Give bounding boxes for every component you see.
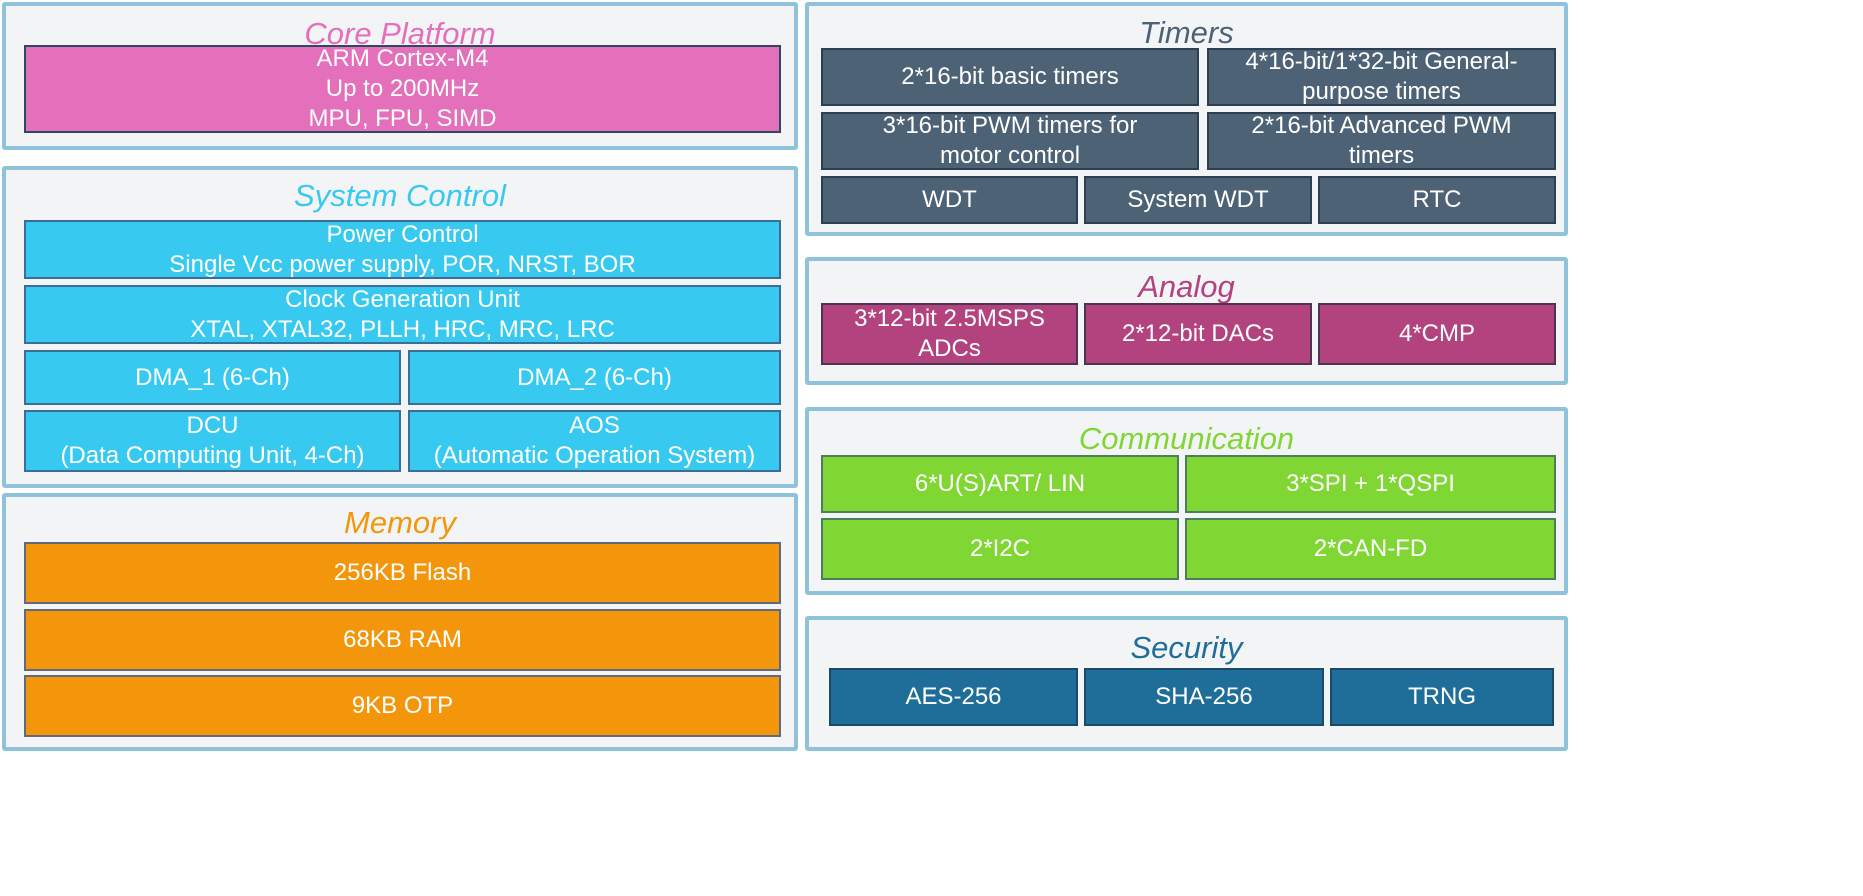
timers-title: Timers [1139, 15, 1234, 50]
i2c-block: 2*I2C [821, 518, 1179, 580]
spi-block: 3*SPI + 1*QSPI [1185, 455, 1556, 513]
communication-panel: Communication 6*U(S)ART/ LIN 3*SPI + 1*Q… [805, 407, 1568, 595]
system-wdt-label: System WDT [1127, 186, 1269, 213]
i2c-label: 2*I2C [969, 535, 1031, 562]
ram-label: 68KB RAM [343, 626, 462, 653]
flash-label: 256KB Flash [333, 559, 472, 586]
aos-block: AOS (Automatic Operation System) [408, 410, 781, 472]
basic-timers-label: 2*16-bit basic timers [901, 63, 1119, 90]
adc-line1: 3*12-bit 2.5MSPS [854, 305, 1045, 332]
system-control-panel: System Control Power Control Single Vcc … [2, 166, 798, 488]
dcu-block: DCU (Data Computing Unit, 4-Ch) [24, 410, 401, 472]
general-timers-line1: 4*16-bit/1*32-bit General- [1245, 48, 1518, 75]
cpu-features: MPU, FPU, SIMD [308, 105, 497, 132]
wdt-block: WDT [821, 176, 1078, 224]
aes-label: AES-256 [905, 683, 1002, 710]
dma2-block: DMA_2 (6-Ch) [408, 350, 781, 405]
wdt-label: WDT [922, 186, 977, 213]
dma2-label: DMA_2 (6-Ch) [517, 363, 672, 391]
cmp-label: 4*CMP [1398, 320, 1476, 347]
pwm-motor-timers-block: 3*16-bit PWM timers for motor control [821, 112, 1199, 170]
can-fd-block: 2*CAN-FD [1185, 518, 1556, 580]
general-timers-line2: purpose timers [1302, 78, 1461, 105]
adc-block: 3*12-bit 2.5MSPS ADCs [821, 303, 1078, 365]
analog-title: Analog [1138, 269, 1235, 304]
power-control-detail: Single Vcc power supply, POR, NRST, BOR [169, 250, 636, 278]
flash-block: 256KB Flash [24, 542, 781, 604]
ram-block: 68KB RAM [24, 609, 781, 671]
adc-line2: ADCs [918, 335, 981, 362]
power-control-label: Power Control [326, 220, 479, 248]
cmp-block: 4*CMP [1318, 303, 1556, 365]
rtc-block: RTC [1318, 176, 1556, 224]
communication-title: Communication [1078, 421, 1295, 456]
dcu-label: DCU [186, 412, 239, 439]
sha-block: SHA-256 [1084, 668, 1324, 726]
pwm-motor-timers-line2: motor control [939, 142, 1081, 169]
dcu-detail: (Data Computing Unit, 4-Ch) [60, 442, 365, 469]
timers-panel: Timers 2*16-bit basic timers 4*16-bit/1*… [805, 2, 1568, 236]
pwm-motor-timers-line1: 3*16-bit PWM timers for [882, 112, 1138, 139]
trng-block: TRNG [1330, 668, 1554, 726]
clock-generation-detail: XTAL, XTAL32, PLLH, HRC, MRC, LRC [190, 315, 615, 343]
trng-label: TRNG [1408, 683, 1476, 710]
clock-generation-label: Clock Generation Unit [285, 285, 520, 313]
advanced-pwm-timers-line1: 2*16-bit Advanced PWM [1251, 112, 1512, 139]
usart-label: 6*U(S)ART/ LIN [914, 470, 1086, 497]
analog-panel: Analog 3*12-bit 2.5MSPS ADCs 2*12-bit DA… [805, 257, 1568, 385]
core-platform-panel: Core Platform ARM Cortex-M4 Up to 200MHz… [2, 2, 798, 150]
memory-panel: Memory 256KB Flash 68KB RAM 9KB OTP [2, 493, 798, 751]
advanced-pwm-timers-line2: timers [1348, 142, 1415, 169]
usart-block: 6*U(S)ART/ LIN [821, 455, 1179, 513]
aos-label: AOS [569, 412, 620, 439]
spi-label: 3*SPI + 1*QSPI [1286, 470, 1455, 497]
system-wdt-block: System WDT [1084, 176, 1312, 224]
otp-block: 9KB OTP [24, 675, 781, 737]
aes-block: AES-256 [829, 668, 1078, 726]
clock-generation-block: Clock Generation Unit XTAL, XTAL32, PLLH… [24, 285, 781, 344]
general-timers-block: 4*16-bit/1*32-bit General- purpose timer… [1207, 48, 1556, 106]
aos-detail: (Automatic Operation System) [433, 442, 756, 469]
power-control-block: Power Control Single Vcc power supply, P… [24, 220, 781, 279]
otp-label: 9KB OTP [351, 692, 454, 719]
dac-label: 2*12-bit DACs [1121, 320, 1275, 347]
dac-block: 2*12-bit DACs [1084, 303, 1312, 365]
cpu-frequency: Up to 200MHz [325, 75, 480, 102]
cpu-name: ARM Cortex-M4 [316, 45, 489, 72]
basic-timers-block: 2*16-bit basic timers [821, 48, 1199, 106]
sha-label: SHA-256 [1155, 683, 1253, 710]
rtc-label: RTC [1412, 186, 1462, 213]
security-panel: Security AES-256 SHA-256 TRNG [805, 616, 1568, 751]
advanced-pwm-timers-block: 2*16-bit Advanced PWM timers [1207, 112, 1556, 170]
security-title: Security [1130, 630, 1243, 665]
system-control-title: System Control [294, 178, 506, 213]
cpu-block: ARM Cortex-M4 Up to 200MHz MPU, FPU, SIM… [24, 45, 781, 133]
dma1-label: DMA_1 (6-Ch) [135, 363, 290, 391]
memory-title: Memory [344, 505, 456, 540]
dma1-block: DMA_1 (6-Ch) [24, 350, 401, 405]
can-fd-label: 2*CAN-FD [1313, 535, 1428, 562]
